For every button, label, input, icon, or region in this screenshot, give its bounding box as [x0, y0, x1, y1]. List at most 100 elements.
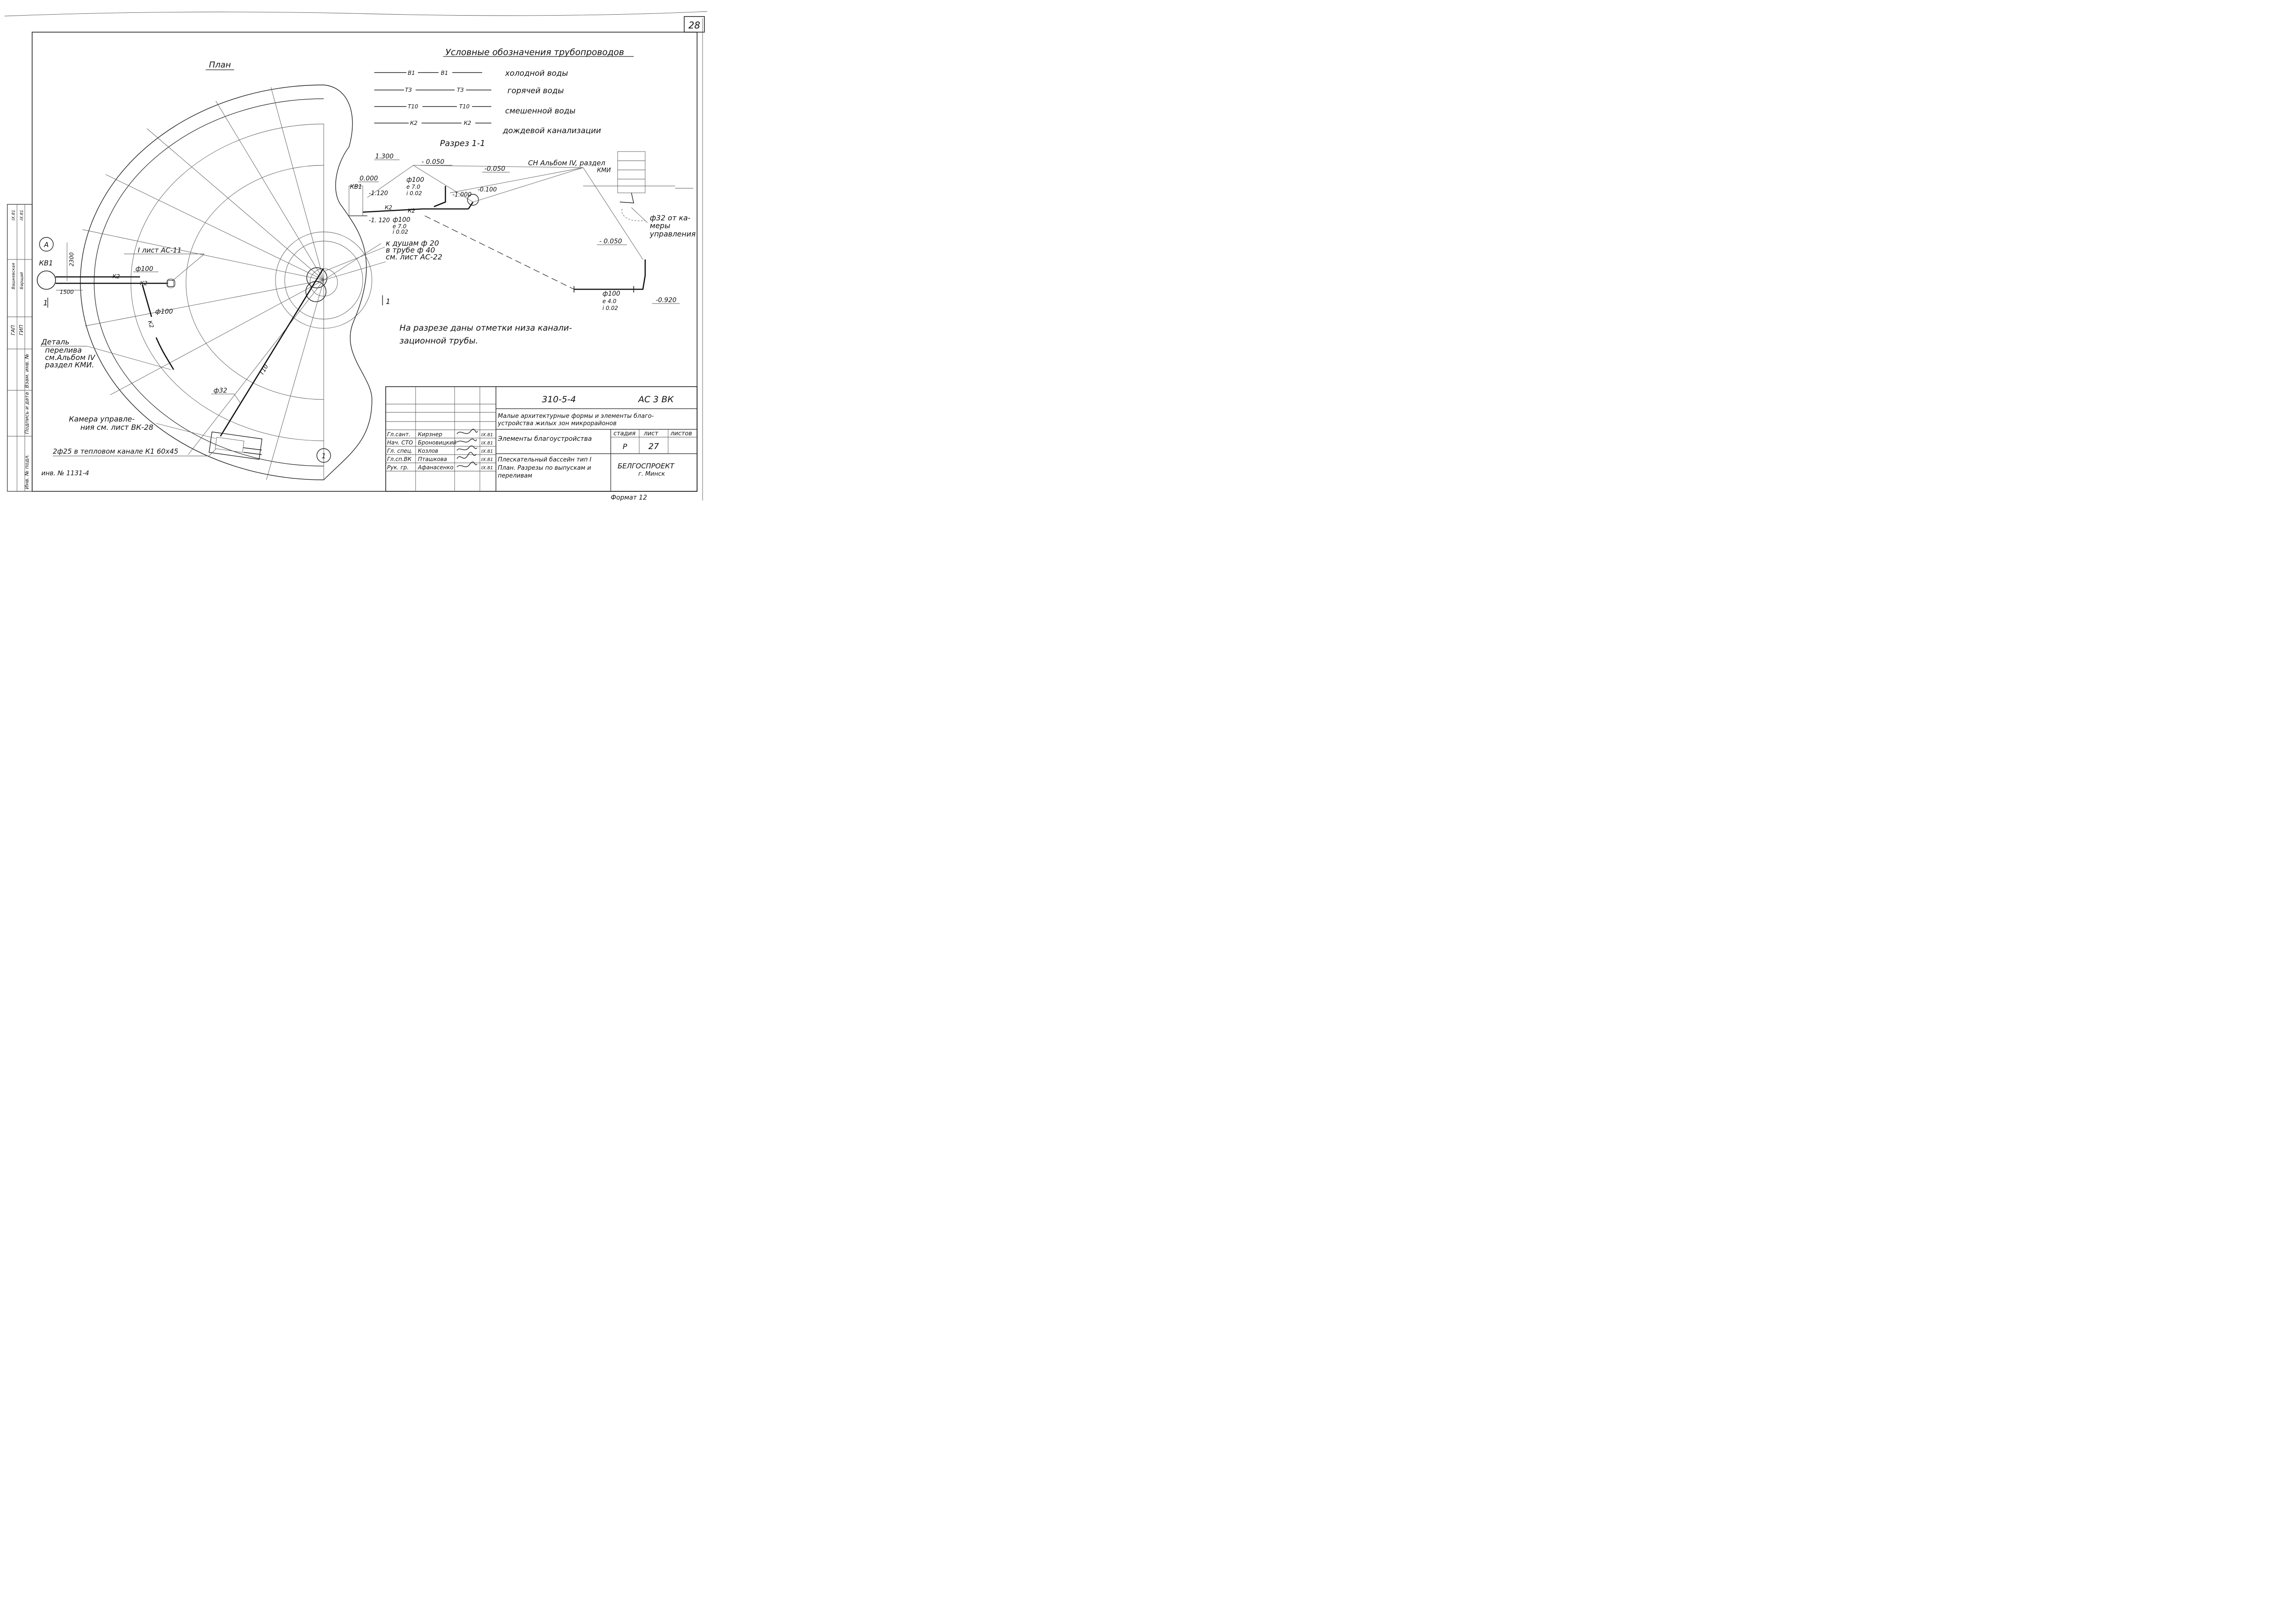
shower-note-3: см. лист АС-22 — [386, 253, 442, 261]
section-mark-left: 1 — [43, 298, 48, 307]
axis-1-bubble — [316, 448, 331, 463]
signature-5 — [456, 461, 478, 467]
signature-4 — [456, 452, 477, 459]
section-mark-right: 1 — [386, 297, 390, 306]
axis-1-label: 1 — [321, 452, 326, 460]
legend-code-1b: В1 — [441, 70, 448, 76]
person-role-3: Гл. спец. — [387, 448, 413, 454]
legend-title: Условные обозначения трубопроводов — [445, 47, 624, 57]
d32-note-3: управления — [649, 230, 696, 238]
strip-date-2: IX.81 — [20, 210, 24, 220]
section-drawing — [349, 151, 693, 293]
strip-replace-label: Взам. инв. № — [24, 354, 30, 388]
note-sheet-ac11: I лист АС-11 — [138, 246, 182, 254]
legend-label-1: холодной воды — [505, 69, 568, 78]
shower-note-1: к душам ф 20 — [386, 239, 439, 248]
stamp-part: Элементы благоустройства — [497, 435, 592, 443]
person-name-1: Кирзнер — [418, 431, 443, 438]
pipe3-i: і 0.02 — [602, 305, 618, 311]
plan-d32-label: ф32 — [214, 387, 227, 394]
el-0050-c: - 0.050 — [599, 238, 622, 245]
section-k2-b: К2 — [408, 208, 415, 214]
legend-code-2a: Т3 — [405, 87, 412, 93]
pipe3-e: е 4.0 — [602, 298, 617, 304]
album-note-2: КМИ — [597, 167, 611, 174]
el-1000: -1.000 — [452, 191, 472, 198]
person-role-5: Рук. гр. — [387, 464, 409, 471]
stamp-sheet-h: лист — [643, 430, 658, 437]
legend-list: В1 В1 холодной воды Т3 Т3 горячей воды Т… — [374, 69, 601, 135]
pipe2-i: і 0.02 — [393, 229, 408, 235]
top-trim-line — [4, 11, 708, 17]
pipe1-i: і 0.02 — [406, 190, 422, 197]
pipe2-d: ф100 — [393, 216, 411, 224]
detail-note-3: см.Альбом IV — [45, 353, 96, 362]
album-note-1: СН Альбом IV, раздел — [528, 159, 606, 167]
person-role-1: Гл.сант. — [387, 431, 411, 438]
dim-1500: 1500 — [60, 289, 74, 295]
pipe1-e: е 7.0 — [406, 184, 421, 190]
stamp-people: Гл.сант. Кирзнер IX.81 Нач. СТО Броновиц… — [387, 428, 493, 471]
person-role-4: Гл.сп.ВК — [387, 456, 412, 462]
d32-note-2: меры — [650, 221, 670, 230]
person-date-4: IX.81 — [481, 457, 493, 462]
plan-k2-label-2: К2 — [140, 280, 147, 287]
legend-label-4: дождевой канализации — [502, 126, 601, 135]
bottom-note-1: На разрезе даны отметки низа канали- — [400, 323, 572, 333]
stamp-code: 310-5-4 — [542, 394, 576, 405]
stamp-mark: АС 3 ВК — [637, 394, 674, 405]
plan-d100-label-2: ф100 — [155, 308, 173, 315]
section-k2-a: К2 — [385, 204, 392, 211]
strip-name-2: Барщай — [20, 272, 24, 289]
stamp-drawing-1: Плескательный бассейн тип I — [498, 456, 591, 463]
bottom-note-2: зационной трубы. — [400, 336, 478, 346]
drawing-sheet: 28 Инв. № подл. Подпись и дата Взам. инв… — [4, 11, 708, 501]
plan-t10-label: Т10 — [258, 363, 270, 377]
legend-code-3a: Т10 — [408, 103, 418, 110]
control-chamber — [208, 431, 263, 460]
el-1120-b: -1. 120 — [369, 217, 390, 224]
el-0000: 0.000 — [360, 175, 378, 182]
plan-k2-label-1: К2 — [113, 273, 120, 280]
person-date-2: IX.81 — [481, 441, 493, 446]
legend-code-2b: Т3 — [457, 87, 464, 93]
person-date-5: IX.81 — [481, 466, 493, 471]
inv-number: инв. № 1131-4 — [41, 470, 89, 477]
plan-d100-label: ф100 — [135, 265, 153, 273]
axis-a-label: А — [44, 241, 49, 249]
strip-sign-label: Подпись и дата — [24, 392, 30, 434]
stamp-drawing-3: переливам — [498, 473, 532, 479]
el-1120-a: -1.120 — [369, 190, 388, 197]
stamp-project-2: устройства жилых зон микрорайонов — [497, 420, 617, 427]
page-number: 28 — [688, 20, 700, 31]
format-label: Формат 12 — [611, 494, 647, 501]
pool-plan — [80, 84, 386, 480]
strip-role-gap: ГАП — [10, 325, 16, 335]
plan-title: План — [209, 60, 231, 70]
detail-note-4: раздел КМИ. — [45, 360, 94, 369]
camera-note-1: Камера управле- — [69, 415, 135, 423]
strip-date-1: IX.81 — [11, 210, 16, 220]
d32-note-1: ф32 от ка- — [650, 214, 691, 222]
shower-note-2: в трубе ф 40 — [386, 246, 435, 254]
person-date-3: IX.81 — [481, 449, 493, 454]
person-name-4: Пташкова — [418, 456, 447, 462]
legend-code-1a: В1 — [408, 70, 415, 76]
axis-a-bubble — [39, 237, 54, 252]
person-name-3: Козлов — [418, 448, 438, 454]
el-0050-a: - 0.050 — [422, 158, 445, 166]
legend-code-4b: К2 — [464, 120, 471, 126]
stamp-stage-h: стадия — [613, 430, 636, 437]
plan-k2-label-3: К2 — [146, 320, 155, 329]
el-0920: -0.920 — [656, 297, 676, 304]
stamp-sheets-h: листов — [670, 430, 692, 437]
strip-role-gip: ГИП — [18, 325, 24, 335]
signature-3 — [456, 445, 478, 451]
person-name-2: Броновицкий — [418, 439, 456, 446]
stamp-org-1: БЕЛГОСПРОЕКТ — [618, 462, 675, 470]
el-0050-b: -0.050 — [484, 165, 505, 173]
stamp-sheet: 27 — [648, 442, 659, 451]
section-kv1: КВ1 — [350, 184, 362, 191]
signature-2 — [456, 439, 477, 443]
person-role-2: Нач. СТО — [387, 439, 413, 446]
